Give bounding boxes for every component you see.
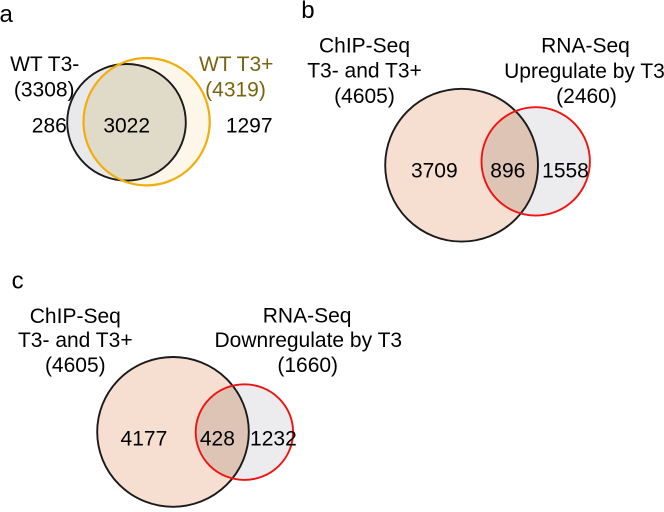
svg-text:c: c xyxy=(12,267,24,294)
svg-text:(4605): (4605) xyxy=(334,85,395,108)
svg-text:T3- and T3+: T3- and T3+ xyxy=(307,60,422,83)
svg-text:b: b xyxy=(301,0,314,24)
svg-text:RNA-Seq: RNA-Seq xyxy=(541,34,630,57)
svg-text:ChIP-Seq: ChIP-Seq xyxy=(319,34,410,57)
svg-text:(4605): (4605) xyxy=(45,354,106,377)
svg-text:a: a xyxy=(0,1,14,28)
svg-text:WT T3-: WT T3- xyxy=(10,53,79,76)
svg-text:(2460): (2460) xyxy=(556,85,617,108)
svg-text:1558: 1558 xyxy=(542,159,589,182)
svg-text:(4319): (4319) xyxy=(205,78,266,101)
svg-text:3709: 3709 xyxy=(411,159,458,182)
svg-text:ChIP-Seq: ChIP-Seq xyxy=(30,305,121,328)
svg-text:Downregulate by T3: Downregulate by T3 xyxy=(215,329,403,352)
svg-text:T3- and T3+: T3- and T3+ xyxy=(18,329,133,352)
svg-text:1232: 1232 xyxy=(250,428,297,451)
svg-text:(3308): (3308) xyxy=(14,78,75,101)
svg-text:RNA-Seq: RNA-Seq xyxy=(263,305,352,328)
svg-text:3022: 3022 xyxy=(103,115,150,138)
svg-text:4177: 4177 xyxy=(121,428,168,451)
svg-text:Upregulate by T3: Upregulate by T3 xyxy=(504,60,664,83)
svg-text:428: 428 xyxy=(200,428,235,451)
svg-text:WT T3+: WT T3+ xyxy=(199,53,274,76)
svg-text:896: 896 xyxy=(490,159,525,182)
svg-text:1297: 1297 xyxy=(226,115,273,138)
svg-text:286: 286 xyxy=(32,115,67,138)
svg-text:(1660): (1660) xyxy=(277,354,338,377)
